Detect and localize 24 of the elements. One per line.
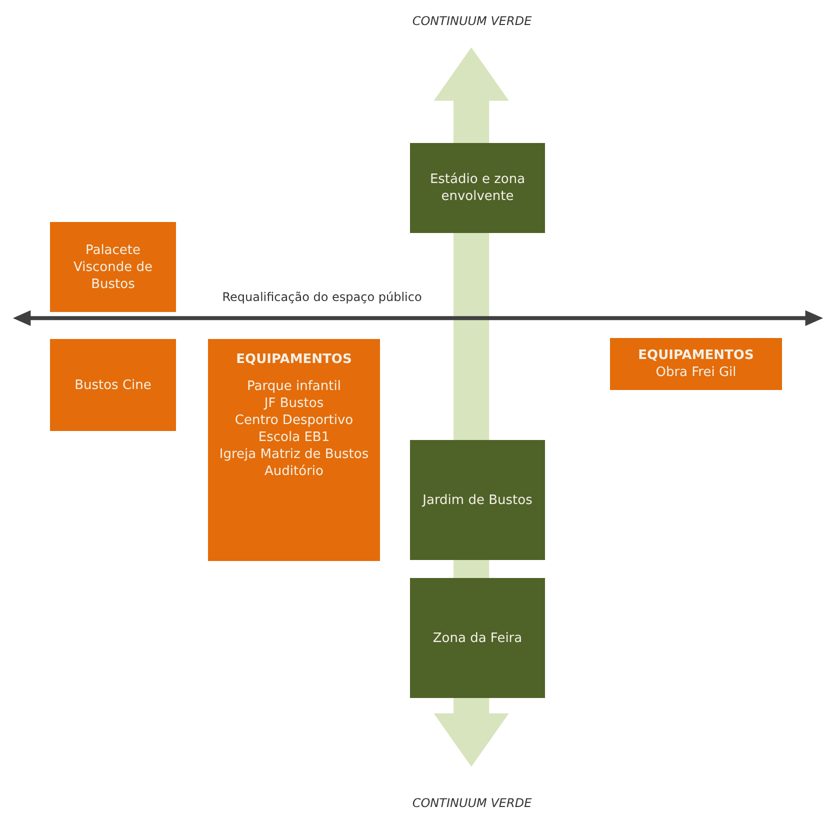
box-text: Palacete Visconde de Bustos <box>72 242 154 292</box>
box-text: Zona da Feira <box>432 630 522 646</box>
box-text: Escola EB1 <box>258 429 330 446</box>
zone-box <box>410 143 545 233</box>
box-text: Auditório <box>264 463 324 480</box>
facility-box <box>50 339 176 431</box>
box-heading: EQUIPAMENTOS <box>236 351 352 368</box>
box-text: Obra Frei Gil <box>656 364 736 381</box>
facility-box <box>610 338 782 390</box>
box-text: JF Bustos <box>264 395 324 412</box>
box-text: Centro Desportivo <box>234 412 354 429</box>
zone-box <box>410 440 545 560</box>
box-text: Bustos Cine <box>74 376 152 394</box>
facility-box <box>208 339 380 561</box>
box-text: Parque infantil <box>247 378 341 395</box>
box-text: Jardim de Bustos <box>422 492 532 508</box>
axis-label: CONTINUUM VERDE <box>412 796 532 810</box>
axis-label: Requalificação do espaço público <box>222 290 422 304</box>
box-text: Estádio e zona envolvente <box>428 171 526 205</box>
zone-box <box>410 578 545 698</box>
box-text: Igreja Matriz de Bustos <box>219 446 369 463</box>
axis-label: CONTINUUM VERDE <box>412 14 532 28</box>
facility-box <box>50 222 176 312</box>
box-heading: EQUIPAMENTOS <box>638 347 754 364</box>
